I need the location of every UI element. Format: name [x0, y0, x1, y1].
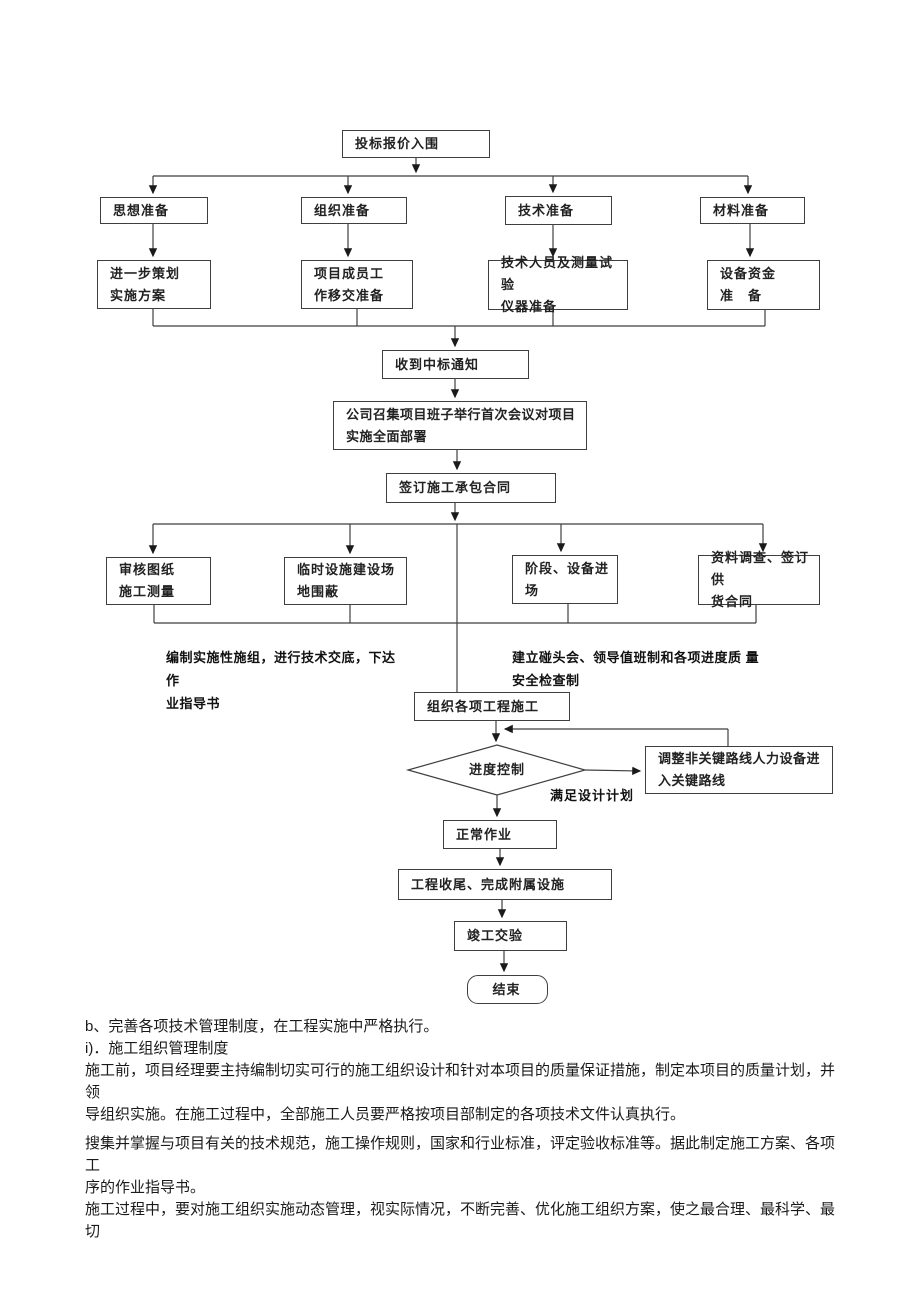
- node-award-notice: 收到中标通知: [382, 350, 529, 379]
- node-review-drawings: 审核图纸 施工测量: [106, 557, 211, 605]
- node-material-preparation: 材料准备: [700, 197, 805, 224]
- node-stage-equipment-entry: 阶段、设备进场: [512, 555, 618, 604]
- node-organize-construction: 组织各项工程施工: [414, 692, 570, 721]
- annotation-inspection-system: 建立碰头会、领导值班制和各项进度质 量 安全检查制: [512, 650, 760, 688]
- paragraph-pre-construction: 施工前，项目经理要主持编制切实可行的施工组织设计和针对本项目的质量保证措施，制定…: [85, 1062, 836, 1123]
- node-member-handover: 项目成员工 作移交准备: [301, 260, 413, 309]
- node-further-planning: 进一步策划 实施方案: [97, 260, 211, 309]
- node-completion-acceptance: 竣工交验: [454, 921, 567, 951]
- node-end: 结束: [467, 975, 548, 1004]
- node-organization-preparation: 组织准备: [301, 197, 407, 224]
- node-data-survey-supply: 资料调查、签订供 货合同: [698, 550, 820, 609]
- node-normal-operation: 正常作业: [443, 820, 557, 849]
- paragraph-dynamic-management: 施工过程中，要对施工组织实施动态管理，视实际情况，不断完善、优化施工组织方案，使…: [85, 1201, 836, 1240]
- node-sign-contract: 签订施工承包合同: [386, 473, 556, 503]
- node-progress-control: 进度控制: [468, 762, 525, 777]
- node-project-closeout: 工程收尾、完成附属设施: [398, 869, 612, 900]
- node-adjust-noncritical-path: 调整非关键路线人力设备进 入关键路线: [645, 746, 833, 794]
- paragraph-b-item: b、完善各项技术管理制度，在工程实施中严格执行。: [85, 1018, 439, 1035]
- annotation-work-instruction: 编制实施性施组，进行技术交底，下达 作 业指导书: [166, 650, 396, 711]
- node-staff-instrument-prep: 技术人员及测量试验 仪器准备: [488, 255, 628, 314]
- node-equipment-fund-prep: 设备资金 准 备: [707, 260, 820, 310]
- label-meets-design-plan: 满足设计计划: [550, 788, 635, 803]
- node-mental-preparation: 思想准备: [100, 197, 208, 224]
- paragraph-i-heading: i)．施工组织管理制度: [85, 1040, 229, 1057]
- node-bid-shortlist: 投标报价入围: [342, 130, 490, 158]
- node-technical-preparation: 技术准备: [505, 196, 612, 225]
- body-text: b、完善各项技术管理制度，在工程实施中严格执行。 i)．施工组织管理制度 施工前…: [85, 1016, 840, 1243]
- node-first-meeting: 公司召集项目班子举行首次会议对项目 实施全面部署: [333, 401, 587, 450]
- node-temporary-facilities: 临时设施建设场 地围蔽: [284, 557, 407, 605]
- paragraph-collect-standards: 搜集并掌握与项目有关的技术规范，施工操作规则，国家和行业标准，评定验收标准等。据…: [85, 1135, 836, 1196]
